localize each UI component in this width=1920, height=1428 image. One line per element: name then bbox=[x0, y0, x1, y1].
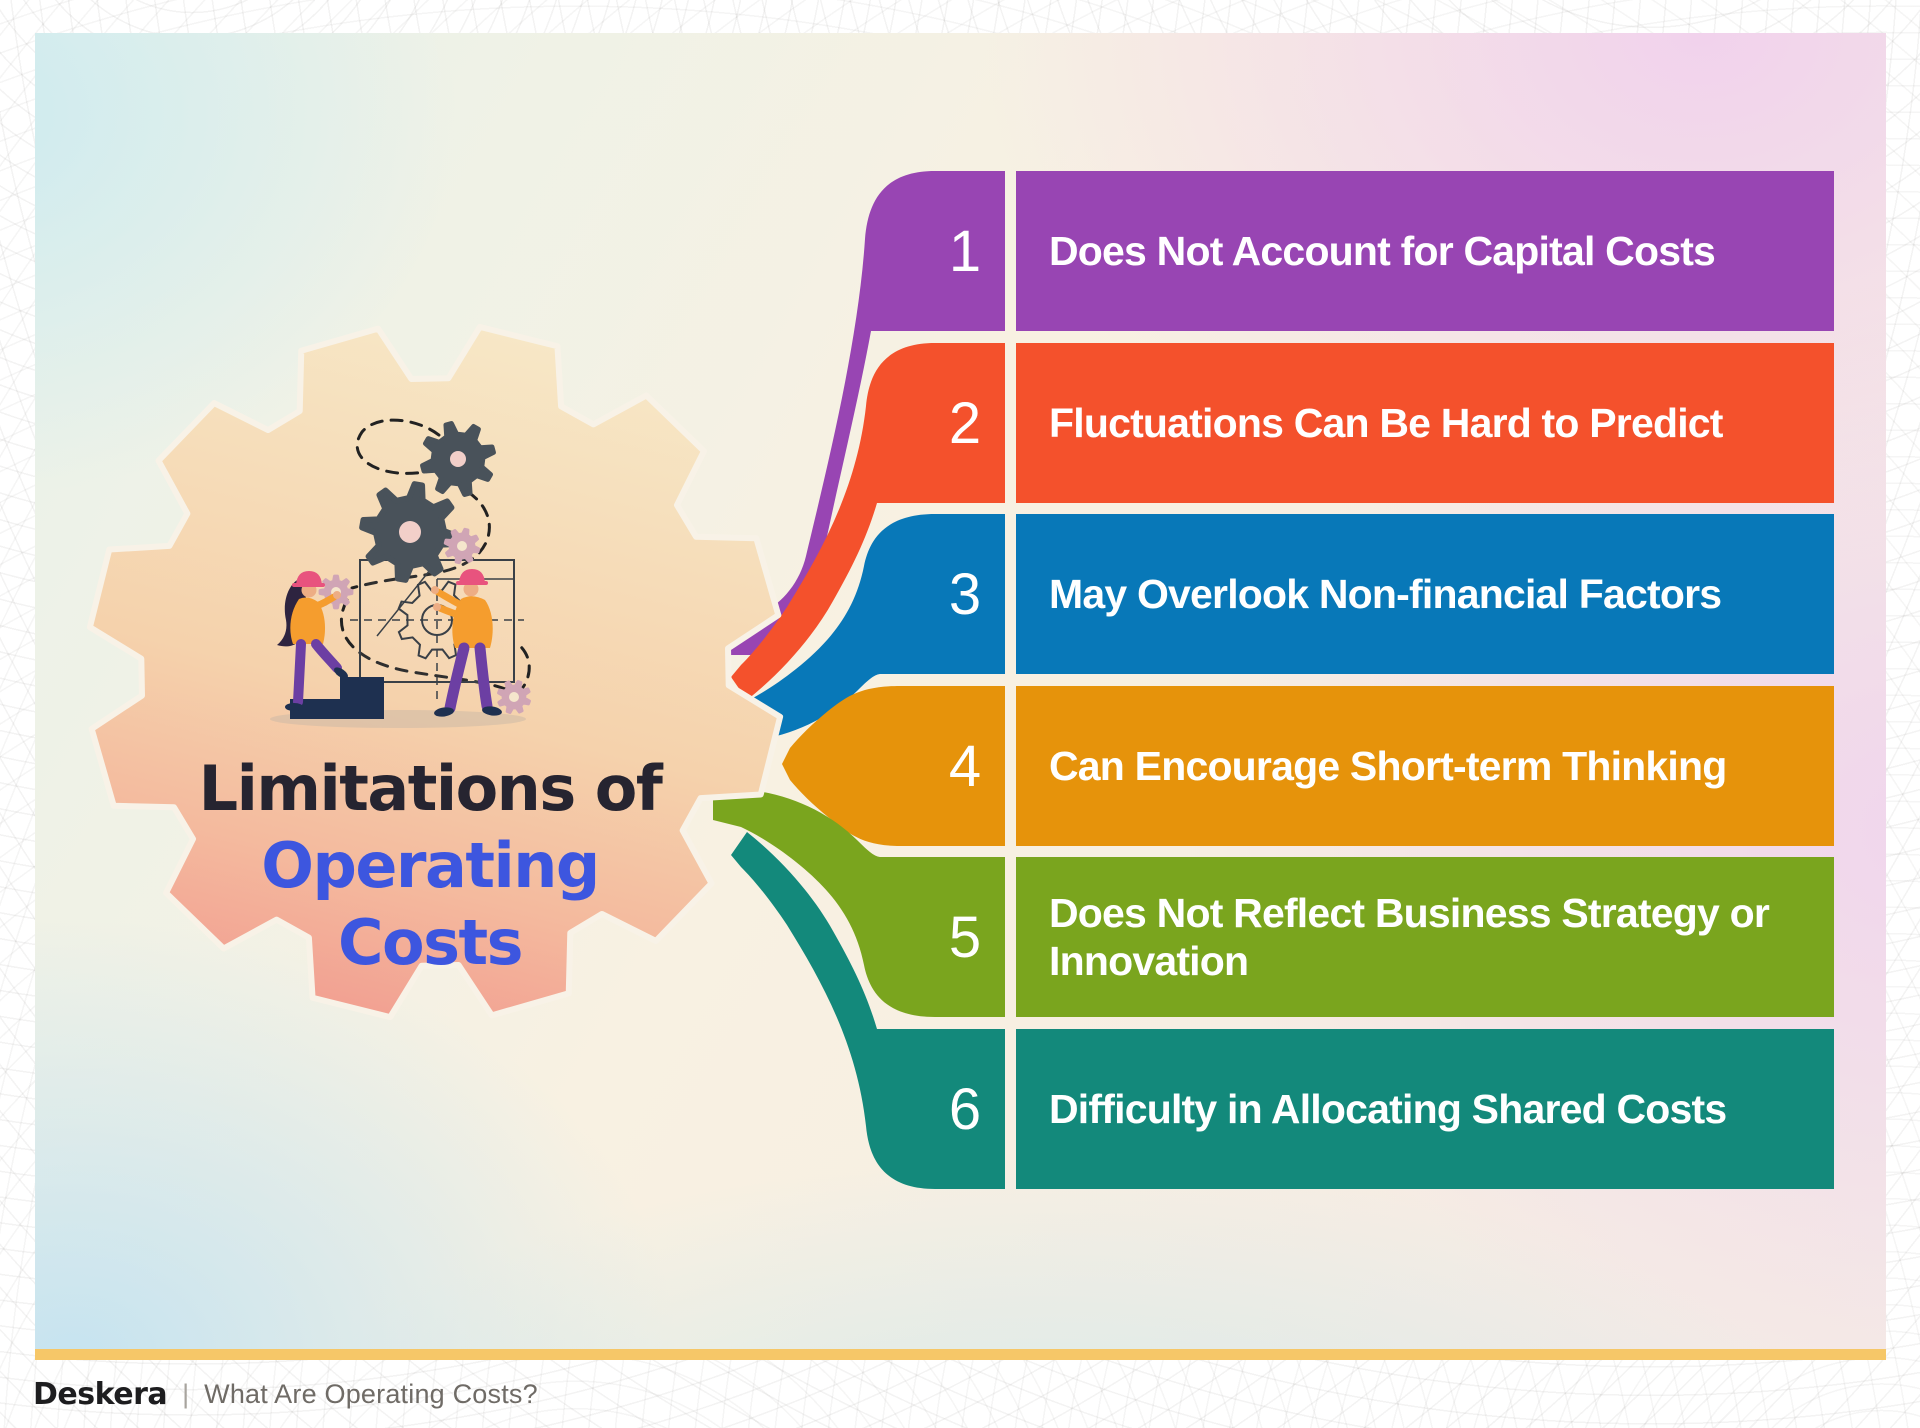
limitation-row-2-number: 2 bbox=[948, 390, 982, 456]
footer: Deskera | What Are Operating Costs? bbox=[33, 1362, 538, 1426]
limitation-row-2-label: Fluctuations Can Be Hard to Predict bbox=[1016, 343, 1834, 503]
footer-divider: | bbox=[182, 1378, 190, 1409]
limitation-row-3-number: 3 bbox=[948, 561, 982, 627]
title-line-dark: Limitations of bbox=[198, 752, 663, 825]
limitation-row-1-number: 1 bbox=[948, 218, 982, 284]
limitation-row-3-label: May Overlook Non-financial Factors bbox=[1016, 514, 1834, 674]
limitation-row-4-number: 4 bbox=[948, 733, 982, 799]
bottom-accent-strip bbox=[35, 1349, 1886, 1360]
limitation-row-4-label: Can Encourage Short-term Thinking bbox=[1016, 686, 1834, 846]
brand-logo: Deskera bbox=[33, 1376, 168, 1412]
limitation-row-5-number: 5 bbox=[948, 904, 982, 970]
footer-tagline: What Are Operating Costs? bbox=[204, 1378, 538, 1409]
limitation-row-1-label: Does Not Account for Capital Costs bbox=[1016, 171, 1834, 331]
limitation-row-5-label: Does Not Reflect Business Strategy or In… bbox=[1016, 857, 1834, 1017]
limitation-row-6-label: Difficulty in Allocating Shared Costs bbox=[1016, 1029, 1834, 1189]
limitation-row-6-number: 6 bbox=[948, 1076, 982, 1142]
page-title: Limitations of Operating Costs bbox=[140, 750, 720, 981]
title-line-accent: Costs bbox=[337, 906, 524, 979]
title-line-accent: Operating bbox=[261, 829, 600, 902]
